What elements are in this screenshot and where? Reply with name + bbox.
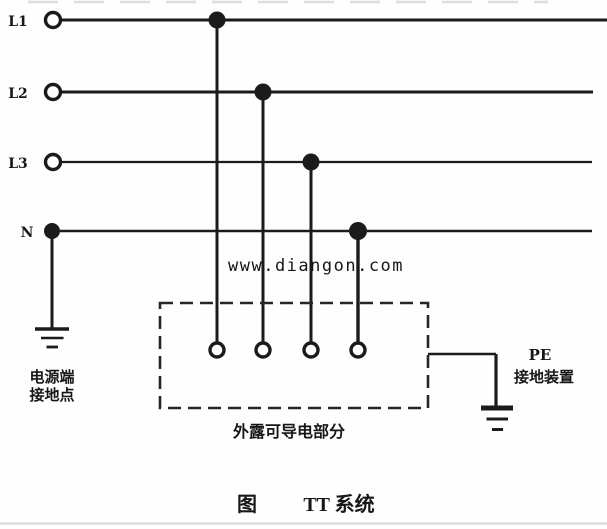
source-terminal-l2 — [43, 82, 63, 102]
source-terminal-l1 — [43, 10, 63, 30]
exposed-parts-label: 外露可导电部分 — [232, 422, 345, 441]
junction-dot-l2 — [254, 83, 272, 101]
source-terminal-l3 — [43, 152, 63, 172]
junction-dot-l3 — [302, 153, 320, 171]
conductor-label-l3: L3 — [8, 156, 28, 172]
conductor-label-l1: L1 — [8, 14, 28, 30]
equipment-terminal-l1 — [208, 341, 226, 359]
conductor-label-n: N — [21, 225, 34, 241]
caption-title: TT 系统 — [303, 492, 374, 516]
caption-prefix: 图 — [237, 493, 257, 516]
pe-earth-symbol — [428, 352, 513, 431]
source-earth-label-line2: 接地点 — [29, 386, 74, 404]
equipment-terminal-l2 — [254, 341, 272, 359]
exposed-conductive-parts-box — [158, 301, 430, 410]
watermark-text: www.diangon.com — [228, 256, 404, 276]
junction-dot-n — [349, 222, 367, 240]
equipment-terminal-l3 — [302, 341, 320, 359]
source-earth-label-line1: 电源端 — [29, 368, 74, 386]
equipment-terminal-n — [349, 341, 367, 359]
source-earth-symbol — [35, 237, 69, 349]
source-terminal-n — [44, 223, 60, 239]
pe-device-label: 接地装置 — [514, 368, 574, 386]
conductor-label-l2: L2 — [8, 86, 28, 102]
pe-label: PE — [529, 346, 552, 364]
junction-dot-l1 — [208, 11, 226, 29]
